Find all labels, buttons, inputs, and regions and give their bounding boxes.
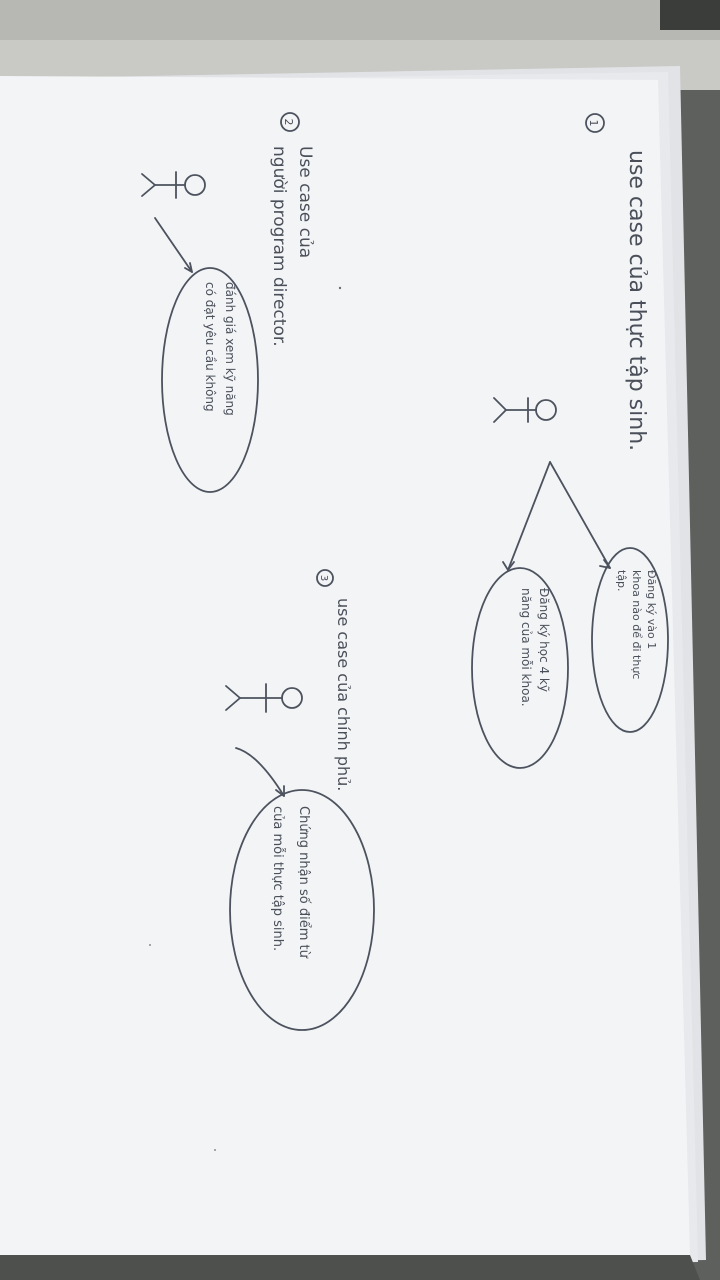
section-2-marker: 2	[282, 119, 295, 126]
section-government-use-case: 3 use case của chính phủ. Chứng nhận số …	[225, 569, 375, 1031]
use-case-bubble-evaluate-skills	[161, 267, 259, 493]
section-2-heading-line-2: người program director.	[269, 146, 289, 347]
section-3-heading: use case của chính phủ.	[334, 598, 353, 791]
svg-text:Chứng nhận số điểm từ củ: Chứng nhận số điểm từ của mỗi thực tập s…	[270, 806, 311, 962]
use-case-bubble-register-skills	[471, 567, 569, 769]
government-bubble-line-1: Chứng nhận số điểm từ	[296, 806, 311, 959]
government-actor-icon	[225, 683, 303, 713]
section-1-heading: use case của thực tập sinh.	[624, 150, 649, 451]
intern-actor-icon	[493, 397, 557, 423]
director-actor-icon	[141, 171, 206, 199]
bubble-1-line-3: tập.	[615, 570, 628, 592]
paper-sheet	[0, 76, 690, 1255]
use-case-bubble-certify-scores	[229, 789, 375, 1031]
director-bubble-line-1: đánh giá xem kỹ năng	[223, 282, 237, 416]
arrow-to-bubble-2	[507, 461, 551, 571]
arrow-to-government-bubble	[235, 747, 285, 797]
arrow-to-director-bubble	[154, 217, 193, 273]
arrow-to-bubble-1	[549, 461, 611, 569]
government-bubble-line-2: của mỗi thực tập sinh.	[270, 806, 285, 951]
director-bubble-line-2: có đạt yêu cầu không	[203, 282, 217, 412]
svg-text:Use case của người progr: Use case của người program director.	[269, 146, 315, 347]
bubble-2-line-2: năng của mỗi khoa.	[519, 588, 533, 707]
desk-corner-object	[660, 0, 720, 30]
bubble-1-line-1: Đăng ký vào 1	[645, 570, 658, 649]
section-2-marker-icon	[280, 112, 300, 132]
svg-text:Đăng ký học 4 kỹ năng củ: Đăng ký học 4 kỹ năng của mỗi khoa.	[519, 588, 551, 707]
use-case-bubble-register-department	[591, 547, 669, 733]
bubble-2-line-1: Đăng ký học 4 kỹ	[537, 588, 551, 692]
svg-text:Đăng ký vào 1 khoa nào đ: Đăng ký vào 1 khoa nào để đi thực tập.	[615, 570, 658, 683]
bubble-1-line-2: khoa nào để đi thực	[630, 570, 643, 679]
section-1-marker-icon	[585, 113, 605, 133]
section-1-marker: 1	[587, 120, 600, 127]
section-2-heading-line-1: Use case của	[295, 146, 315, 258]
section-3-marker: 3	[318, 575, 329, 581]
section-director-use-case: 2 Use case của người program director. đ…	[141, 112, 315, 493]
section-intern-use-case: 1 use case của thực tập sinh. Đăng ký và…	[471, 113, 669, 769]
svg-text:đánh giá xem kỹ năng có: đánh giá xem kỹ năng có đạt yêu cầu khôn…	[203, 282, 237, 420]
section-3-marker-icon	[316, 569, 334, 587]
